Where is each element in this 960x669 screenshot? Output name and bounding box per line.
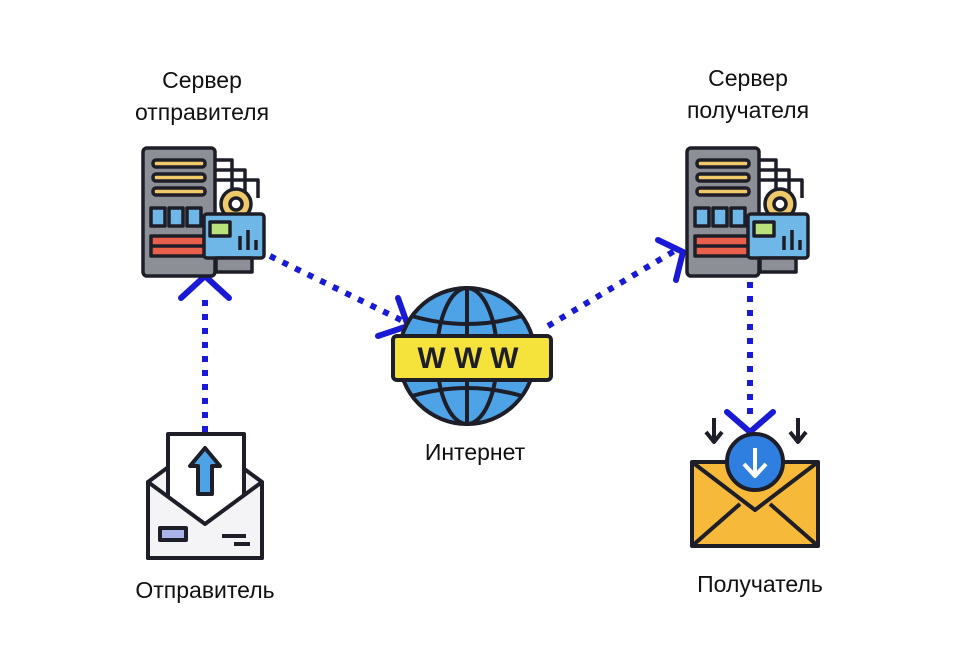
incoming-envelope-icon	[690, 418, 820, 548]
connector-internet-to-server	[546, 247, 678, 329]
recipient-server-icon	[685, 146, 810, 278]
outgoing-envelope-icon	[146, 432, 264, 560]
recipient-server-label-line-1: Сервер	[708, 65, 788, 91]
recipient-server-label: Сервер получателя	[648, 62, 848, 126]
sender-server-label-line-1: Сервер	[162, 67, 242, 93]
globe-icon: WWW	[391, 286, 553, 426]
connectors	[202, 247, 753, 432]
recipient-label: Получатель	[697, 571, 823, 597]
sender-server-label: Сервер отправителя	[102, 64, 302, 128]
arrowhead-down-icon	[724, 409, 776, 435]
recipient-server-label-line-2: получателя	[686, 97, 810, 123]
internet-label: Интернет	[424, 439, 526, 465]
connector-server-to-internet	[268, 253, 407, 325]
sender-label: Отправитель	[135, 577, 275, 603]
sender-server-label-line-2: отправителя	[134, 99, 270, 125]
www-banner	[391, 334, 553, 382]
arrowhead-up-icon	[178, 273, 232, 301]
www-text: WWW	[418, 342, 527, 375]
sender-server-icon	[141, 146, 266, 278]
arrowhead-to-server-icon	[655, 237, 686, 283]
